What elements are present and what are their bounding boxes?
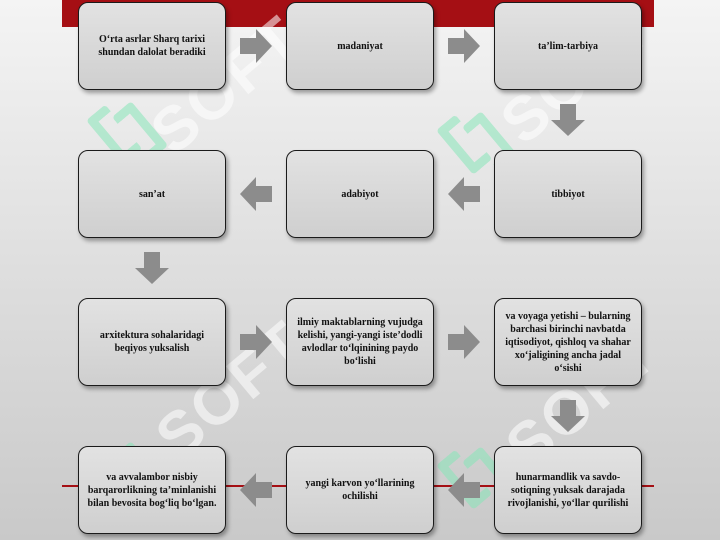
arrow-down-icon bbox=[551, 400, 585, 432]
flow-box-9-text: va voyaga yetishi – bularning barchasi b… bbox=[505, 310, 631, 374]
arrow-down-icon bbox=[135, 252, 169, 284]
flow-box-7: arxitektura sohalaridagi beqiyos yuksali… bbox=[78, 298, 226, 386]
flow-box-4: tibbiyot bbox=[494, 150, 642, 238]
flow-box-11: yangi karvon yo‘llarining ochilishi bbox=[286, 446, 434, 534]
arrow-left-icon bbox=[240, 473, 272, 507]
arrow-down-icon bbox=[551, 104, 585, 136]
flow-box-12: va avvalambor nisbiy barqarorlikning ta’… bbox=[78, 446, 226, 534]
flow-box-2-text: madaniyat bbox=[337, 40, 383, 52]
flow-box-4-text: tibbiyot bbox=[551, 188, 585, 200]
flow-box-7-text: arxitektura sohalaridagi beqiyos yuksali… bbox=[99, 330, 205, 354]
arrow-left-icon bbox=[240, 177, 272, 211]
arrow-right-icon bbox=[240, 29, 272, 63]
flow-box-6: san’at bbox=[78, 150, 226, 238]
flow-box-9: va voyaga yetishi – bularning barchasi b… bbox=[494, 298, 642, 386]
flow-box-8-text: ilmiy maktablarning vujudga kelishi, yan… bbox=[297, 317, 423, 367]
flow-box-3-text: ta’lim-tarbiya bbox=[538, 40, 598, 52]
flow-box-10-text: hunarmandlik va savdo-sotiqning yuksak d… bbox=[507, 471, 629, 509]
flow-box-12-text: va avvalambor nisbiy barqarorlikning ta’… bbox=[87, 471, 217, 509]
arrow-right-icon bbox=[448, 29, 480, 63]
flow-box-1: O‘rta asrlar Sharq tarixi shundan dalola… bbox=[78, 2, 226, 90]
flow-box-1-text: O‘rta asrlar Sharq tarixi shundan dalola… bbox=[98, 34, 206, 58]
flow-box-6-text: san’at bbox=[138, 188, 166, 200]
flow-box-11-text: yangi karvon yo‘llarining ochilishi bbox=[305, 478, 415, 502]
flow-box-10: hunarmandlik va savdo-sotiqning yuksak d… bbox=[494, 446, 642, 534]
arrow-left-icon bbox=[448, 177, 480, 211]
flow-box-5-text: adabiyot bbox=[341, 188, 379, 200]
arrow-right-icon bbox=[448, 325, 480, 359]
flow-box-8: ilmiy maktablarning vujudga kelishi, yan… bbox=[286, 298, 434, 386]
arrow-left-icon bbox=[448, 473, 480, 507]
arrow-right-icon bbox=[240, 325, 272, 359]
flow-box-3: ta’lim-tarbiya bbox=[494, 2, 642, 90]
flow-box-5: adabiyot bbox=[286, 150, 434, 238]
flow-box-2: madaniyat bbox=[286, 2, 434, 90]
